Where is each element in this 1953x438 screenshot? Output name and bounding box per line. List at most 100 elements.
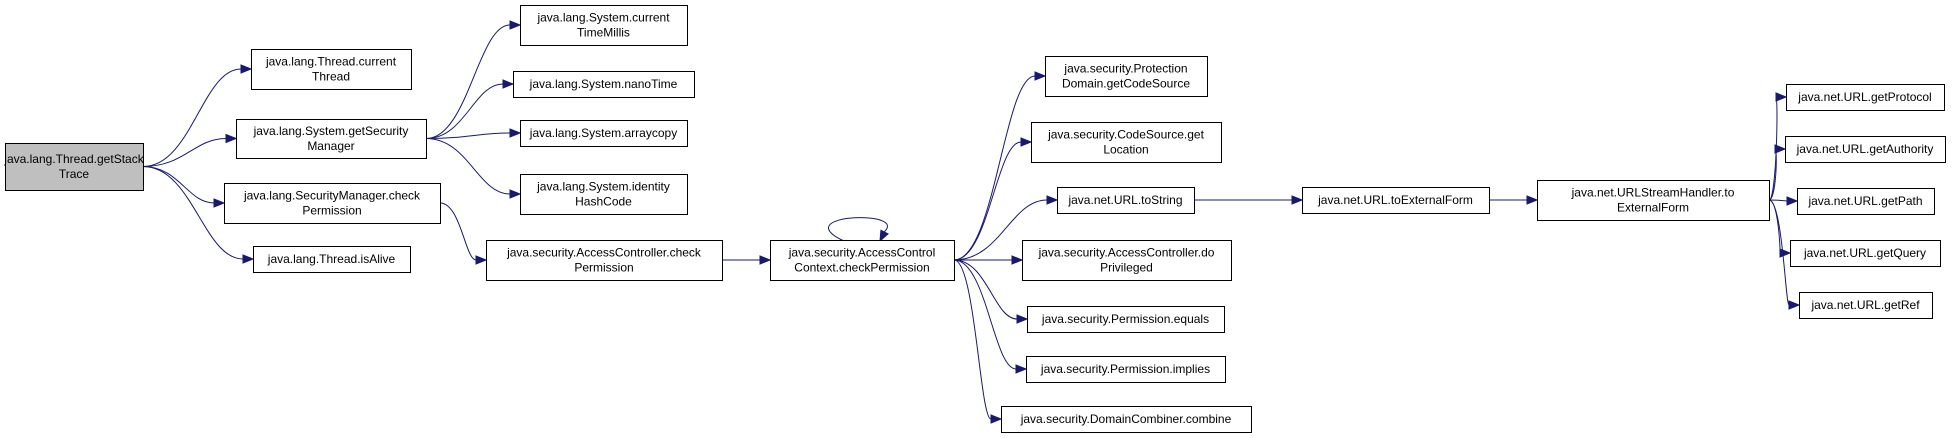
node-label-line: Domain.getCodeSource xyxy=(1062,77,1190,91)
node-label-line: java.security.AccessController.check xyxy=(506,246,702,260)
node-box xyxy=(513,71,695,98)
node-url-to-string[interactable]: java.net.URL.toString xyxy=(1057,187,1195,214)
node-label-line: java.net.URL.getQuery xyxy=(1803,246,1926,260)
node-thread-is-alive[interactable]: java.lang.Thread.isAlive xyxy=(253,246,411,273)
edge-access-control-context-check-permission-to-url-to-string xyxy=(953,195,1059,261)
arrowhead xyxy=(213,198,226,208)
node-box xyxy=(1302,187,1490,214)
node-label-line: java.net.URL.getProtocol xyxy=(1797,90,1931,104)
node-url-get-protocol[interactable]: java.net.URL.getProtocol xyxy=(1786,84,1945,111)
node-domain-combiner-combine[interactable]: java.security.DomainCombiner.combine xyxy=(1001,406,1252,433)
node-label-line: java.lang.Thread.isAlive xyxy=(267,252,396,266)
edge-line xyxy=(425,24,511,139)
node-label-line: java.lang.System.current xyxy=(536,11,670,25)
node-box xyxy=(236,119,427,159)
node-box xyxy=(520,120,688,147)
edge-access-control-context-check-permission-to-permission-implies xyxy=(953,259,1028,374)
node-label-line: java.security.Permission.equals xyxy=(1041,312,1209,326)
node-system-nano-time[interactable]: java.lang.System.nanoTime xyxy=(513,71,695,98)
edge-system-get-security-manager-to-system-arraycopy xyxy=(425,128,522,139)
node-access-controller-check-permission[interactable]: java.security.AccessController.checkPerm… xyxy=(486,240,723,281)
node-permission-implies[interactable]: java.security.Permission.implies xyxy=(1026,356,1226,383)
arrowhead xyxy=(225,133,238,144)
node-label-line: java.security.AccessControl xyxy=(788,246,936,260)
node-label-line: java.net.URL.toExternalForm xyxy=(1317,193,1473,207)
node-box xyxy=(520,5,688,46)
edge-line xyxy=(953,199,1048,261)
node-label-line: java.lang.SecurityManager.check xyxy=(243,189,421,203)
node-box xyxy=(224,183,441,224)
edge-line xyxy=(1768,199,1788,202)
arrowhead xyxy=(1779,248,1792,258)
arrowhead xyxy=(509,189,522,199)
arrowhead xyxy=(1011,255,1024,265)
edge-line xyxy=(142,166,244,260)
edge-line xyxy=(425,83,504,139)
edge-thread-get-stack-trace-to-system-get-security-manager xyxy=(142,133,238,167)
edge-access-control-context-check-permission-to-access-controller-do-privileged xyxy=(954,255,1024,265)
edge-system-get-security-manager-to-system-nano-time xyxy=(425,79,515,139)
edge-thread-get-stack-trace-to-thread-current-thread xyxy=(142,64,253,167)
node-label-line: Manager xyxy=(307,139,354,153)
arrowhead xyxy=(1526,195,1539,205)
node-label-line: java.security.Protection xyxy=(1063,62,1187,76)
node-label-line: Trace xyxy=(59,167,90,181)
node-box xyxy=(1786,84,1945,111)
edge-access-control-context-check-permission-to-protection-domain-get-code-source xyxy=(953,71,1047,261)
call-edges xyxy=(142,20,1801,424)
edge-access-controller-check-permission-to-access-control-context-check-permission xyxy=(722,255,772,265)
edge-line xyxy=(827,217,888,242)
edge-line xyxy=(425,138,511,195)
node-label-line: java.security.AccessController.do xyxy=(1038,246,1215,260)
edge-line xyxy=(142,138,227,167)
node-url-get-path[interactable]: java.net.URL.getPath xyxy=(1797,188,1935,215)
node-protection-domain-get-code-source[interactable]: java.security.ProtectionDomain.getCodeSo… xyxy=(1045,56,1208,97)
arrowhead xyxy=(242,254,255,264)
node-box xyxy=(1031,122,1222,163)
edge-url-to-external-form-to-url-stream-handler-to-external-form xyxy=(1489,195,1539,205)
node-label-line: Context.checkPermission xyxy=(794,261,929,275)
arrowhead xyxy=(1786,196,1799,206)
node-box xyxy=(1790,240,1941,267)
node-access-controller-do-privileged[interactable]: java.security.AccessController.doPrivile… xyxy=(1022,240,1232,281)
node-url-get-authority[interactable]: java.net.URL.getAuthority xyxy=(1785,136,1946,163)
arrowhead xyxy=(509,20,522,30)
edge-url-stream-handler-to-external-form-to-url-get-ref xyxy=(1768,199,1801,310)
node-access-control-context-check-permission[interactable]: java.security.AccessControlContext.check… xyxy=(770,240,955,281)
node-permission-equals[interactable]: java.security.Permission.equals xyxy=(1027,306,1225,333)
node-box xyxy=(1057,187,1195,214)
node-label-line: java.net.URLStreamHandler.to xyxy=(1571,186,1735,200)
node-label-line: java.lang.System.getSecurity xyxy=(253,124,409,138)
node-url-get-ref[interactable]: java.net.URL.getRef xyxy=(1799,292,1933,319)
node-security-manager-check-permission[interactable]: java.lang.SecurityManager.checkPermissio… xyxy=(224,183,441,224)
node-label-line: Permission xyxy=(302,204,361,218)
arrowhead xyxy=(1291,195,1304,205)
node-label-line: java.security.CodeSource.get xyxy=(1047,128,1205,142)
node-system-arraycopy[interactable]: java.lang.System.arraycopy xyxy=(520,120,688,147)
node-url-to-external-form[interactable]: java.net.URL.toExternalForm xyxy=(1302,187,1490,214)
node-label-line: java.net.URL.getRef xyxy=(1810,298,1920,312)
node-label-line: java.security.DomainCombiner.combine xyxy=(1020,412,1232,426)
edge-url-stream-handler-to-external-form-to-url-get-path xyxy=(1768,196,1799,206)
edge-access-control-context-check-permission-to-permission-equals xyxy=(953,259,1029,324)
edge-line xyxy=(953,259,1017,370)
edge-url-to-string-to-url-to-external-form xyxy=(1194,195,1304,205)
node-box xyxy=(520,174,688,215)
edge-line xyxy=(425,132,511,139)
node-url-stream-handler-to-external-form[interactable]: java.net.URLStreamHandler.toExternalForm xyxy=(1537,180,1770,221)
arrowhead xyxy=(1016,314,1029,324)
arrowhead xyxy=(1775,92,1788,102)
node-label-line: Location xyxy=(1103,143,1148,157)
arrowhead xyxy=(990,414,1003,424)
node-url-get-query[interactable]: java.net.URL.getQuery xyxy=(1790,240,1941,267)
edge-line xyxy=(142,68,242,167)
node-box xyxy=(5,143,144,191)
node-label-line: java.security.Permission.implies xyxy=(1040,362,1210,376)
